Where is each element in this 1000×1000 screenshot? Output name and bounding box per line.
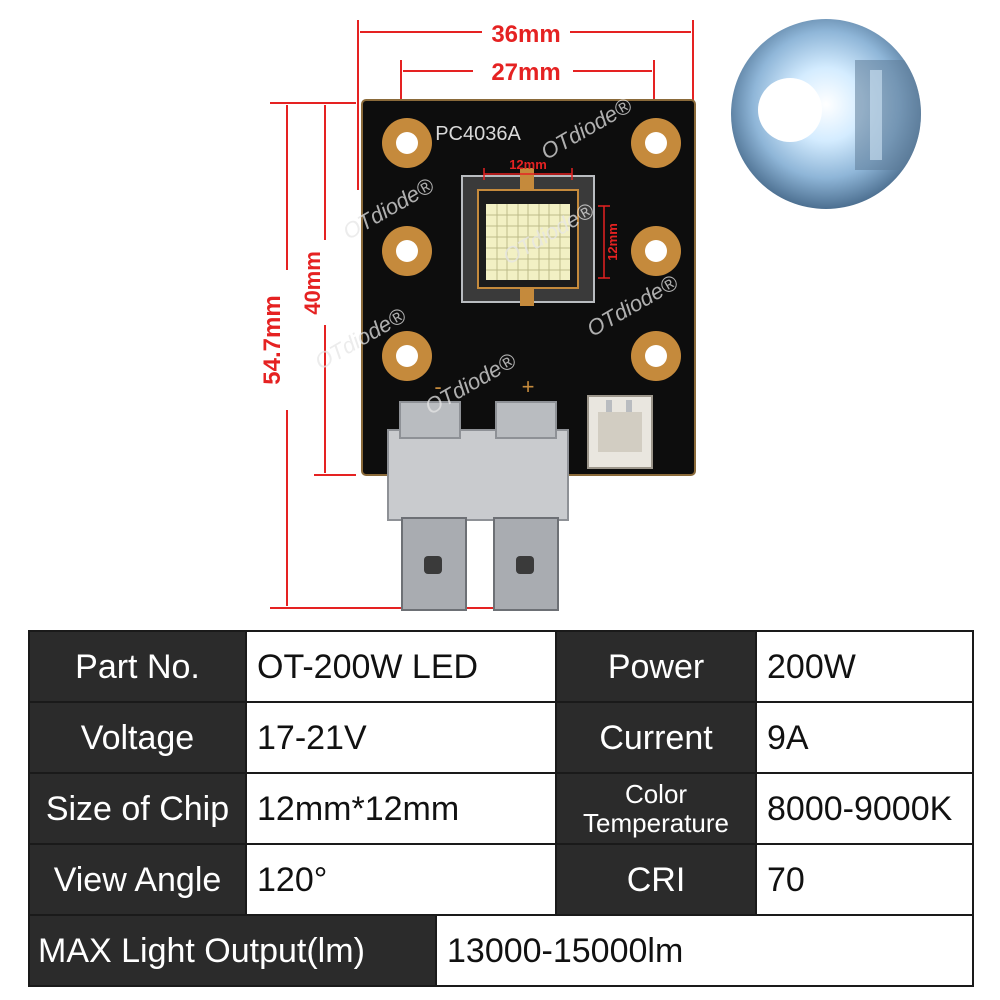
wire-connector [587,395,653,469]
current-value: 9A [755,701,975,774]
chip-width-label: 12mm [509,157,547,172]
power-label: Power [555,630,758,703]
polarity-plus: + [522,374,535,399]
led-chip [461,168,595,306]
view-angle-label: View Angle [28,843,247,916]
part-no-label: Part No. [28,630,247,703]
cri-value: 70 [755,843,975,916]
max-light-output-value: 13000-15000lm [434,914,975,987]
led-board: PC4036A - + [361,99,696,476]
color-temperature-label: Color Temperature [555,772,758,845]
terminal-block [387,401,569,611]
chip-height-label: 12mm [605,223,620,261]
part-no-value: OT-200W LED [244,630,558,703]
color-temperature-value: 8000-9000K [755,772,975,845]
spec-table: Part No. OT-200W LED Power 200W Voltage … [28,630,975,987]
chip-size-label: Size of Chip [28,772,247,845]
voltage-value: 17-21V [244,701,558,774]
color-temperature-label-line1: Color [624,778,688,809]
table-row: Part No. OT-200W LED Power 200W [28,630,975,703]
color-temperature-label-line2: Temperature [583,807,729,838]
table-row: Size of Chip 12mm*12mm Color Temperature… [28,772,975,845]
product-figure: 36mm 27mm 54.7mm 40mm PC4036A - + [259,19,921,611]
polarity-minus: - [434,374,441,399]
dimension-width-outer: 36mm [491,21,560,48]
current-label: Current [555,701,758,774]
mounting-holes [396,132,667,367]
max-light-output-label: MAX Light Output(lm) [28,914,437,987]
voltage-label: Voltage [28,701,247,774]
mounting-pads [382,118,681,381]
dimension-width-pad: 27mm [491,59,560,86]
power-value: 200W [755,630,975,703]
chip-size-value: 12mm*12mm [244,772,558,845]
led-glow-photo [731,19,921,209]
table-row: Voltage 17-21V Current 9A [28,701,975,774]
chip-dimension-lines [483,168,610,279]
board-model-label: PC4036A [435,123,521,145]
table-row: View Angle 120° CRI 70 [28,843,975,916]
dimension-height-total: 54.7mm [259,295,286,384]
cri-label: CRI [555,843,758,916]
dimension-height-board: 40mm [300,251,325,315]
view-angle-value: 120° [244,843,558,916]
table-row: MAX Light Output(lm) 13000-15000lm [28,914,975,987]
